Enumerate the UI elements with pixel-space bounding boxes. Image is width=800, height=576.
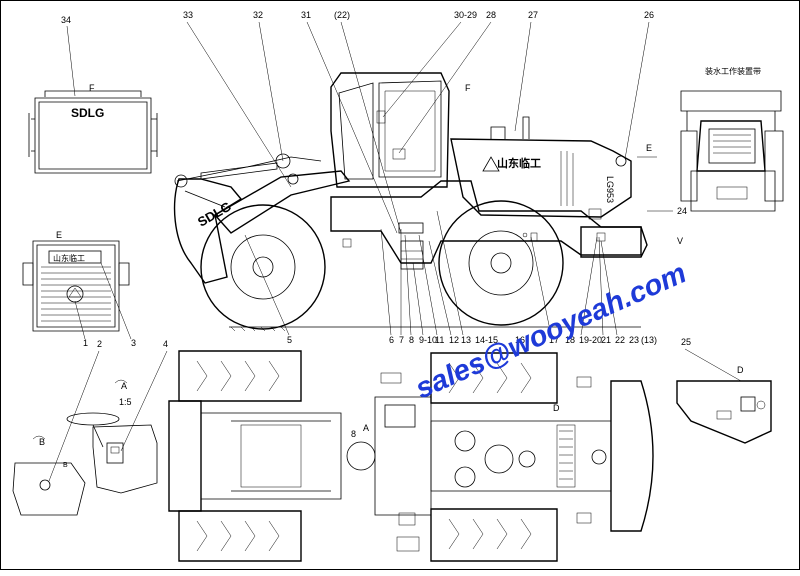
callout-25: 25 <box>681 337 691 347</box>
sdlg-logo-boom: SDLG <box>195 199 234 230</box>
callout-31: 31 <box>301 10 311 20</box>
view-label-e: E <box>56 230 62 240</box>
callout-34: 34 <box>61 15 71 25</box>
rear-view-right: 装水工作装置带 V <box>677 66 784 246</box>
view-e-grille: E 山东临工 1 3 <box>22 230 136 348</box>
callout-8: 8 <box>409 335 414 345</box>
callout-32: 32 <box>253 10 263 20</box>
view-f-panel: 34 F SDLG <box>28 15 158 174</box>
model-label: LG953 <box>605 176 615 203</box>
view-label-d: D <box>737 365 744 375</box>
watermark-email: sales@wooyeah.com <box>411 257 691 405</box>
top-callouts: 33 32 31 (22) 30-29 28 27 26 F E <box>183 10 657 234</box>
right-view-title: 装水工作装置带 <box>705 66 761 76</box>
view-label-b: B <box>39 437 45 447</box>
callout-1: 1 <box>83 338 88 348</box>
callout-24: 24 <box>677 206 687 216</box>
callout-30-29: 30-29 <box>454 10 477 20</box>
callout-7: 7 <box>399 335 404 345</box>
view-label-d-plan: D <box>553 403 560 413</box>
callout-21: 21 <box>601 335 611 345</box>
callout-v: V <box>677 236 683 246</box>
cn-logo-e: 山东临工 <box>53 253 85 263</box>
callout-19-20: 19-20 <box>579 335 602 345</box>
view-label-a-plan: A <box>363 423 369 433</box>
callout-27: 27 <box>528 10 538 20</box>
callout-14-15: 14-15 <box>475 335 498 345</box>
callout-13-paren: (13) <box>641 335 657 345</box>
callout-17: 17 <box>549 335 559 345</box>
view-label-a-scale: 1:5 <box>119 397 132 407</box>
callout-11: 11 <box>435 335 444 345</box>
sdlg-logo-f: SDLG <box>71 106 104 120</box>
callout-2: 2 <box>97 339 102 349</box>
callout-13: 13 <box>461 335 471 345</box>
callout-4: 4 <box>163 339 168 349</box>
callout-22: 22 <box>615 335 625 345</box>
callout-22-paren: (22) <box>334 10 350 20</box>
callout-26: 26 <box>644 10 654 20</box>
callout-18: 18 <box>565 335 575 345</box>
callout-23: 23 <box>629 335 639 345</box>
detail-views-a-b: 2 4 A 1:5 B B <box>12 339 168 516</box>
callout-28: 28 <box>486 10 496 20</box>
view-label-e-side: E <box>646 143 652 153</box>
callout-9-10: 9-10 <box>419 335 437 345</box>
callout-33: 33 <box>183 10 193 20</box>
view-label-b-small: B <box>63 462 68 469</box>
loader-plan-view: 8 A D <box>168 350 654 562</box>
view-label-a: A <box>121 381 127 391</box>
callout-6: 6 <box>389 335 394 345</box>
callout-5: 5 <box>287 335 292 345</box>
callout-8-plan: 8 <box>351 429 356 439</box>
callout-3: 3 <box>131 338 136 348</box>
view-d-counterweight: D <box>676 348 772 444</box>
callout-12: 12 <box>449 335 459 345</box>
mid-callouts: 5 6 7 8 9-10 11 12 13 14-15 16 17 18 19-… <box>244 206 691 347</box>
loader-side-view: SDLG 山东临工 LG953 <box>173 72 648 332</box>
view-label-f-top: F <box>89 83 95 93</box>
cn-logo-hood: 山东临工 <box>497 156 541 170</box>
callout-16: 16 <box>515 335 525 345</box>
view-label-f-side: F <box>465 83 471 93</box>
